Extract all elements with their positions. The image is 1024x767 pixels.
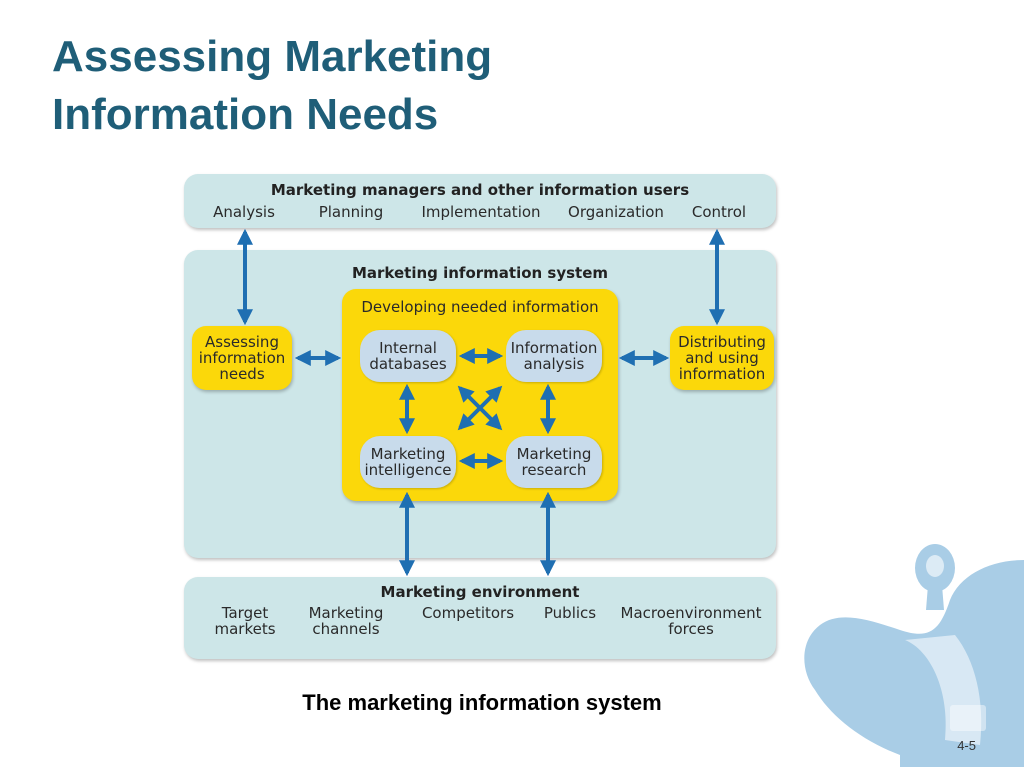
- information-analysis-node: Information analysis: [506, 330, 602, 382]
- top-band-item-planning: Planning: [318, 203, 384, 221]
- top-band-title: Marketing managers and other information…: [270, 181, 690, 199]
- distributing-information-node: Distributing and using information: [670, 326, 774, 390]
- diagram-caption: The marketing information system: [302, 690, 662, 715]
- bottom-band-item-publics: Publics: [543, 604, 597, 622]
- top-band: Marketing managers and other information…: [184, 174, 776, 228]
- assessing-information-needs-node: Assessing information needs: [192, 326, 292, 390]
- internal-databases-node: Internal databases: [360, 330, 456, 382]
- bottom-band-item-competitors: Competitors: [421, 604, 515, 622]
- top-band-item-control: Control: [691, 203, 747, 221]
- bottom-band-item-macroenvironment-forces: Macroenvironment forces: [620, 604, 762, 638]
- top-band-item-implementation: Implementation: [421, 203, 541, 221]
- bottom-band: Marketing environment Target markets Mar…: [184, 577, 776, 659]
- middle-band-title: Marketing information system: [351, 264, 609, 282]
- marketing-intelligence-node: Marketing intelligence: [360, 436, 456, 488]
- page-number: 4-5: [957, 738, 976, 753]
- title-line-1: Assessing Marketing: [52, 32, 493, 81]
- arrow-cross-2: [457, 385, 503, 431]
- top-band-item-organization: Organization: [568, 203, 664, 221]
- bottom-band-item-marketing-channels: Marketing channels: [308, 604, 384, 638]
- bottom-band-item-target-markets: Target markets: [214, 604, 276, 638]
- bottom-band-title: Marketing environment: [380, 583, 580, 601]
- marketing-research-node: Marketing research: [506, 436, 602, 488]
- slide-title: Assessing Marketing Information Needs: [52, 28, 612, 144]
- title-line-2: Information Needs: [52, 90, 439, 139]
- top-band-item-analysis: Analysis: [213, 203, 275, 221]
- developing-needed-information-title: Developing needed information: [361, 298, 599, 316]
